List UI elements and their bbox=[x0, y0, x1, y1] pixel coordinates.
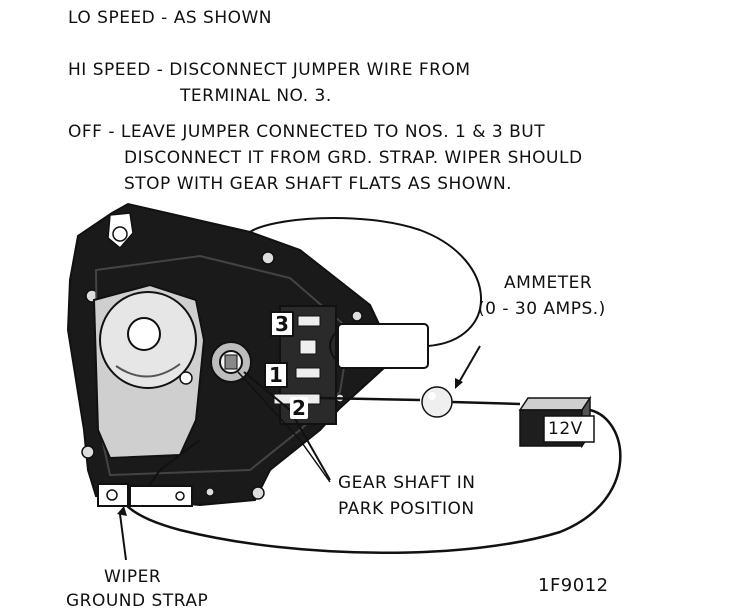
battery-label: 12V bbox=[548, 419, 583, 439]
figure-id: 1F9012 bbox=[538, 575, 609, 596]
wire-terminal-to-ammeter bbox=[319, 396, 421, 402]
terminal-mid-tab bbox=[299, 339, 317, 355]
ammeter-label-line2: (0 - 30 AMPS.) bbox=[478, 299, 606, 319]
ammeter bbox=[421, 386, 453, 418]
terminal-1-label: 1 bbox=[264, 362, 288, 388]
gear-shaft-label-line2: PARK POSITION bbox=[338, 499, 475, 519]
screw-6 bbox=[205, 487, 215, 497]
ground-strap bbox=[129, 485, 193, 507]
wire-to-ammeter bbox=[249, 216, 482, 347]
terminal-3-tab bbox=[297, 315, 321, 327]
wiper-ground-label-line1: WIPER bbox=[104, 567, 162, 587]
gear-shaft-pointer bbox=[237, 371, 331, 483]
terminal-3-label: 3 bbox=[270, 311, 294, 337]
off-instruction-line3: STOP WITH GEAR SHAFT FLATS AS SHOWN. bbox=[124, 174, 513, 194]
off-instruction-line2: DISCONNECT IT FROM GRD. STRAP. WIPER SHO… bbox=[124, 148, 583, 168]
off-instruction-line1: OFF - LEAVE JUMPER CONNECTED TO NOS. 1 &… bbox=[68, 122, 546, 142]
wiper-ground-label-line2: GROUND STRAP bbox=[66, 591, 209, 611]
hi-speed-instruction-line1: HI SPEED - DISCONNECT JUMPER WIRE FROM bbox=[68, 60, 471, 80]
mounting-hole-top bbox=[112, 226, 128, 242]
terminal-2-label: 2 bbox=[290, 396, 308, 420]
ammeter-label-line1: AMMETER bbox=[504, 273, 593, 293]
terminal-1-tab bbox=[295, 367, 321, 379]
screw-4 bbox=[81, 445, 95, 459]
wire-battery-to-ground bbox=[120, 408, 622, 554]
connector-plug bbox=[337, 323, 429, 369]
hi-speed-instruction-line2: TERMINAL NO. 3. bbox=[180, 86, 332, 106]
screw-5 bbox=[251, 486, 265, 500]
lo-speed-instruction: LO SPEED - AS SHOWN bbox=[68, 8, 273, 28]
gear-small-screw bbox=[179, 371, 193, 385]
gear-shaft-label-line1: GEAR SHAFT IN bbox=[338, 473, 476, 493]
screw-3 bbox=[351, 310, 363, 322]
main-gear-hub bbox=[127, 317, 161, 351]
screw-2 bbox=[261, 251, 275, 265]
battery-top bbox=[518, 397, 592, 411]
wire-ammeter-to-battery bbox=[451, 400, 521, 406]
